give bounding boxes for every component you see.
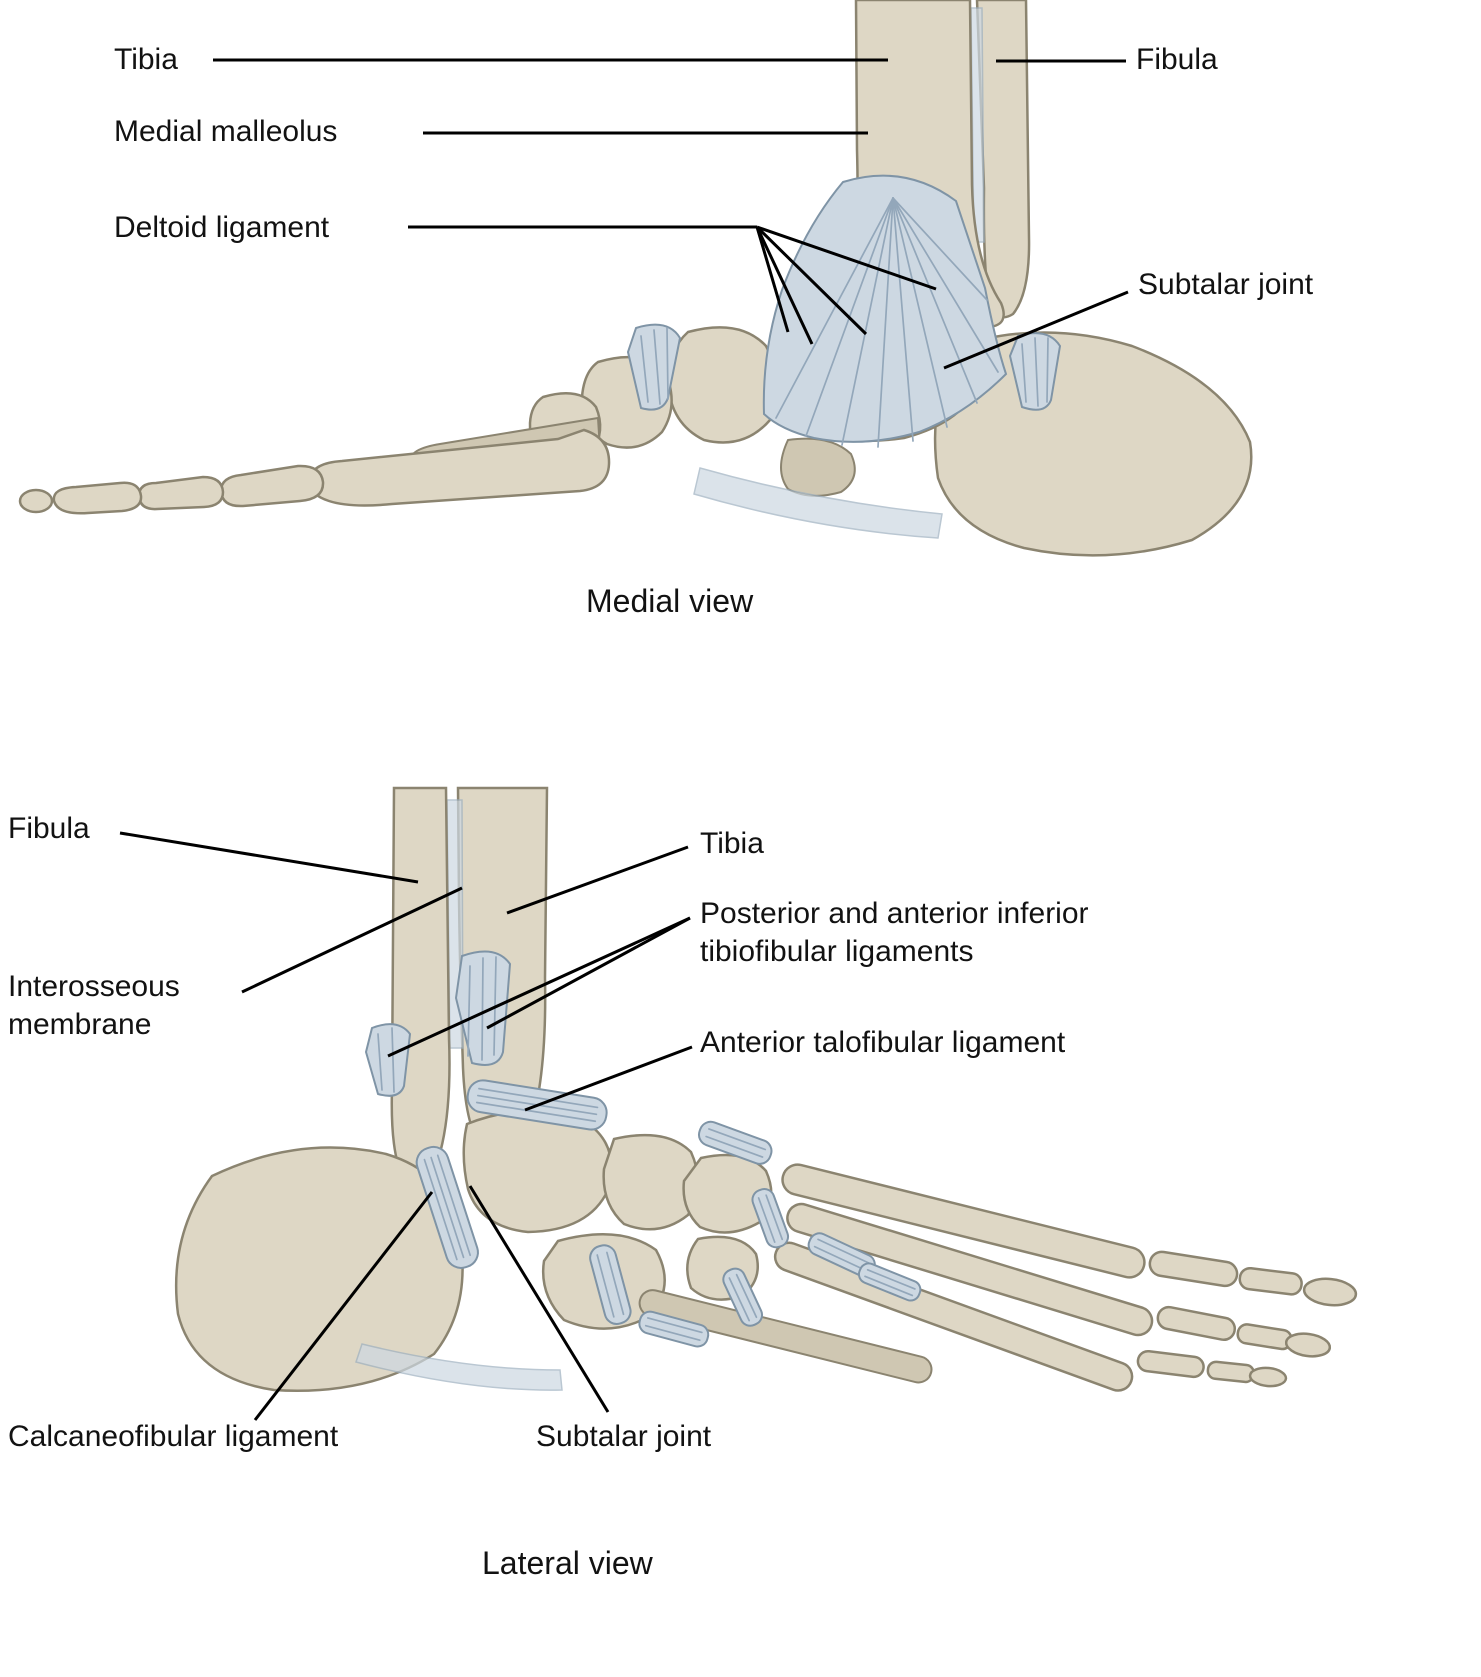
toe-bone-lateral-1a (1148, 1250, 1239, 1288)
fibula-leader-line-lateral (119, 831, 419, 884)
navicular-bone-lateral (602, 1133, 700, 1231)
phalanx-bone-medial-1 (219, 464, 325, 508)
label-fibula-lateral: Fibula (8, 812, 90, 845)
cuboid-bone-medial (780, 437, 856, 497)
toe-bone-lateral-1b (1238, 1266, 1303, 1296)
posterior-tibiofibular-ligament (364, 1023, 412, 1097)
subtalar-leader-line-lateral (468, 1185, 610, 1413)
medial-leader-lines (213, 58, 1129, 370)
toe-bone-lateral-2a (1156, 1305, 1237, 1342)
lateral-leader-lines (119, 831, 693, 1421)
label-tibia-lateral: Tibia (700, 827, 764, 860)
metatarsal-bone-lateral-4 (638, 1289, 933, 1384)
caption-medial-view: Medial view (586, 583, 754, 619)
tarsal-ligament-tuft-2 (697, 1120, 773, 1165)
label-tibia-medial: Tibia (114, 43, 178, 76)
subtalar-leader-line-medial (943, 290, 1129, 370)
toe-bone-lateral-1c (1302, 1277, 1358, 1307)
phalanx-bone-medial-3 (52, 481, 143, 515)
plantar-ligament-band-medial (693, 467, 943, 539)
tarsal-ligament-tuft-5 (722, 1267, 764, 1327)
label-subtalar-joint-lateral: Subtalar joint (536, 1420, 712, 1453)
deltoid-ligament (762, 174, 1008, 448)
toe-tip-bone-medial (18, 488, 54, 514)
caption-lateral-view: Lateral view (482, 1545, 653, 1581)
toe-bone-lateral-3c (1248, 1366, 1288, 1388)
label-fibula-medial: Fibula (1136, 43, 1218, 76)
talofibular-leader-line (524, 1045, 693, 1112)
tarsal-ligament-tuft-7 (638, 1310, 710, 1348)
navicular-ligament-bundle-medial (626, 323, 682, 411)
anterior-tibiofibular-ligament (454, 950, 512, 1066)
tibiofibular-leader-line-2 (387, 916, 691, 1058)
plantar-ligament-band-lateral (355, 1343, 563, 1391)
tibia-leader-line-lateral (506, 845, 689, 915)
deltoid-leader-line-2 (755, 226, 814, 345)
tarsal-ligament-tuft-6 (857, 1262, 922, 1302)
lateral-view-illustration (119, 786, 1358, 1421)
label-calcaneofibular-ligament: Calcaneofibular ligament (8, 1420, 339, 1453)
navicular-bone-medial (666, 326, 779, 444)
label-anterior-talofibular-ligament: Anterior talofibular ligament (700, 1026, 1066, 1059)
tarsal-ligament-tuft-1 (589, 1244, 632, 1325)
metatarsal-bone-lateral-1 (781, 1163, 1146, 1279)
metatarsal-bone-lateral-2 (786, 1202, 1154, 1337)
calcaneus-bone-medial (933, 331, 1253, 557)
label-subtalar-joint-medial: Subtalar joint (1138, 268, 1314, 301)
toe-bone-lateral-2b (1236, 1323, 1293, 1351)
label-interosseous-membrane: Interosseous membrane (8, 970, 180, 1042)
label-tibiofibular-ligaments: Posterior and anterior inferior tibiofib… (700, 897, 1089, 969)
calcaneofibular-leader-line (253, 1191, 434, 1421)
toe-bone-lateral-3b (1206, 1360, 1256, 1384)
interosseous-leader-line (241, 886, 463, 994)
calcaneus-bone-lateral (174, 1146, 464, 1392)
fibula-bone-lateral (390, 786, 451, 1184)
toe-bone-lateral-3a (1136, 1349, 1205, 1379)
phalanx-bone-medial-2 (137, 475, 225, 511)
subtalar-ligament-bundle-medial (1008, 332, 1062, 411)
label-medial-malleolus: Medial malleolus (114, 115, 338, 148)
tarsal-ligament-tuft-3 (751, 1188, 790, 1249)
deltoid-leader-line-3 (755, 225, 868, 336)
tibiofibular-leader-line-1 (486, 916, 691, 1030)
deltoid-leader-line-1 (755, 226, 790, 333)
label-deltoid-ligament: Deltoid ligament (114, 211, 330, 244)
deltoid-leader-line-4 (756, 225, 937, 291)
toe-bone-lateral-2c (1284, 1332, 1332, 1358)
medial-view-illustration (18, 0, 1253, 557)
calcaneofibular-ligament (415, 1145, 479, 1269)
